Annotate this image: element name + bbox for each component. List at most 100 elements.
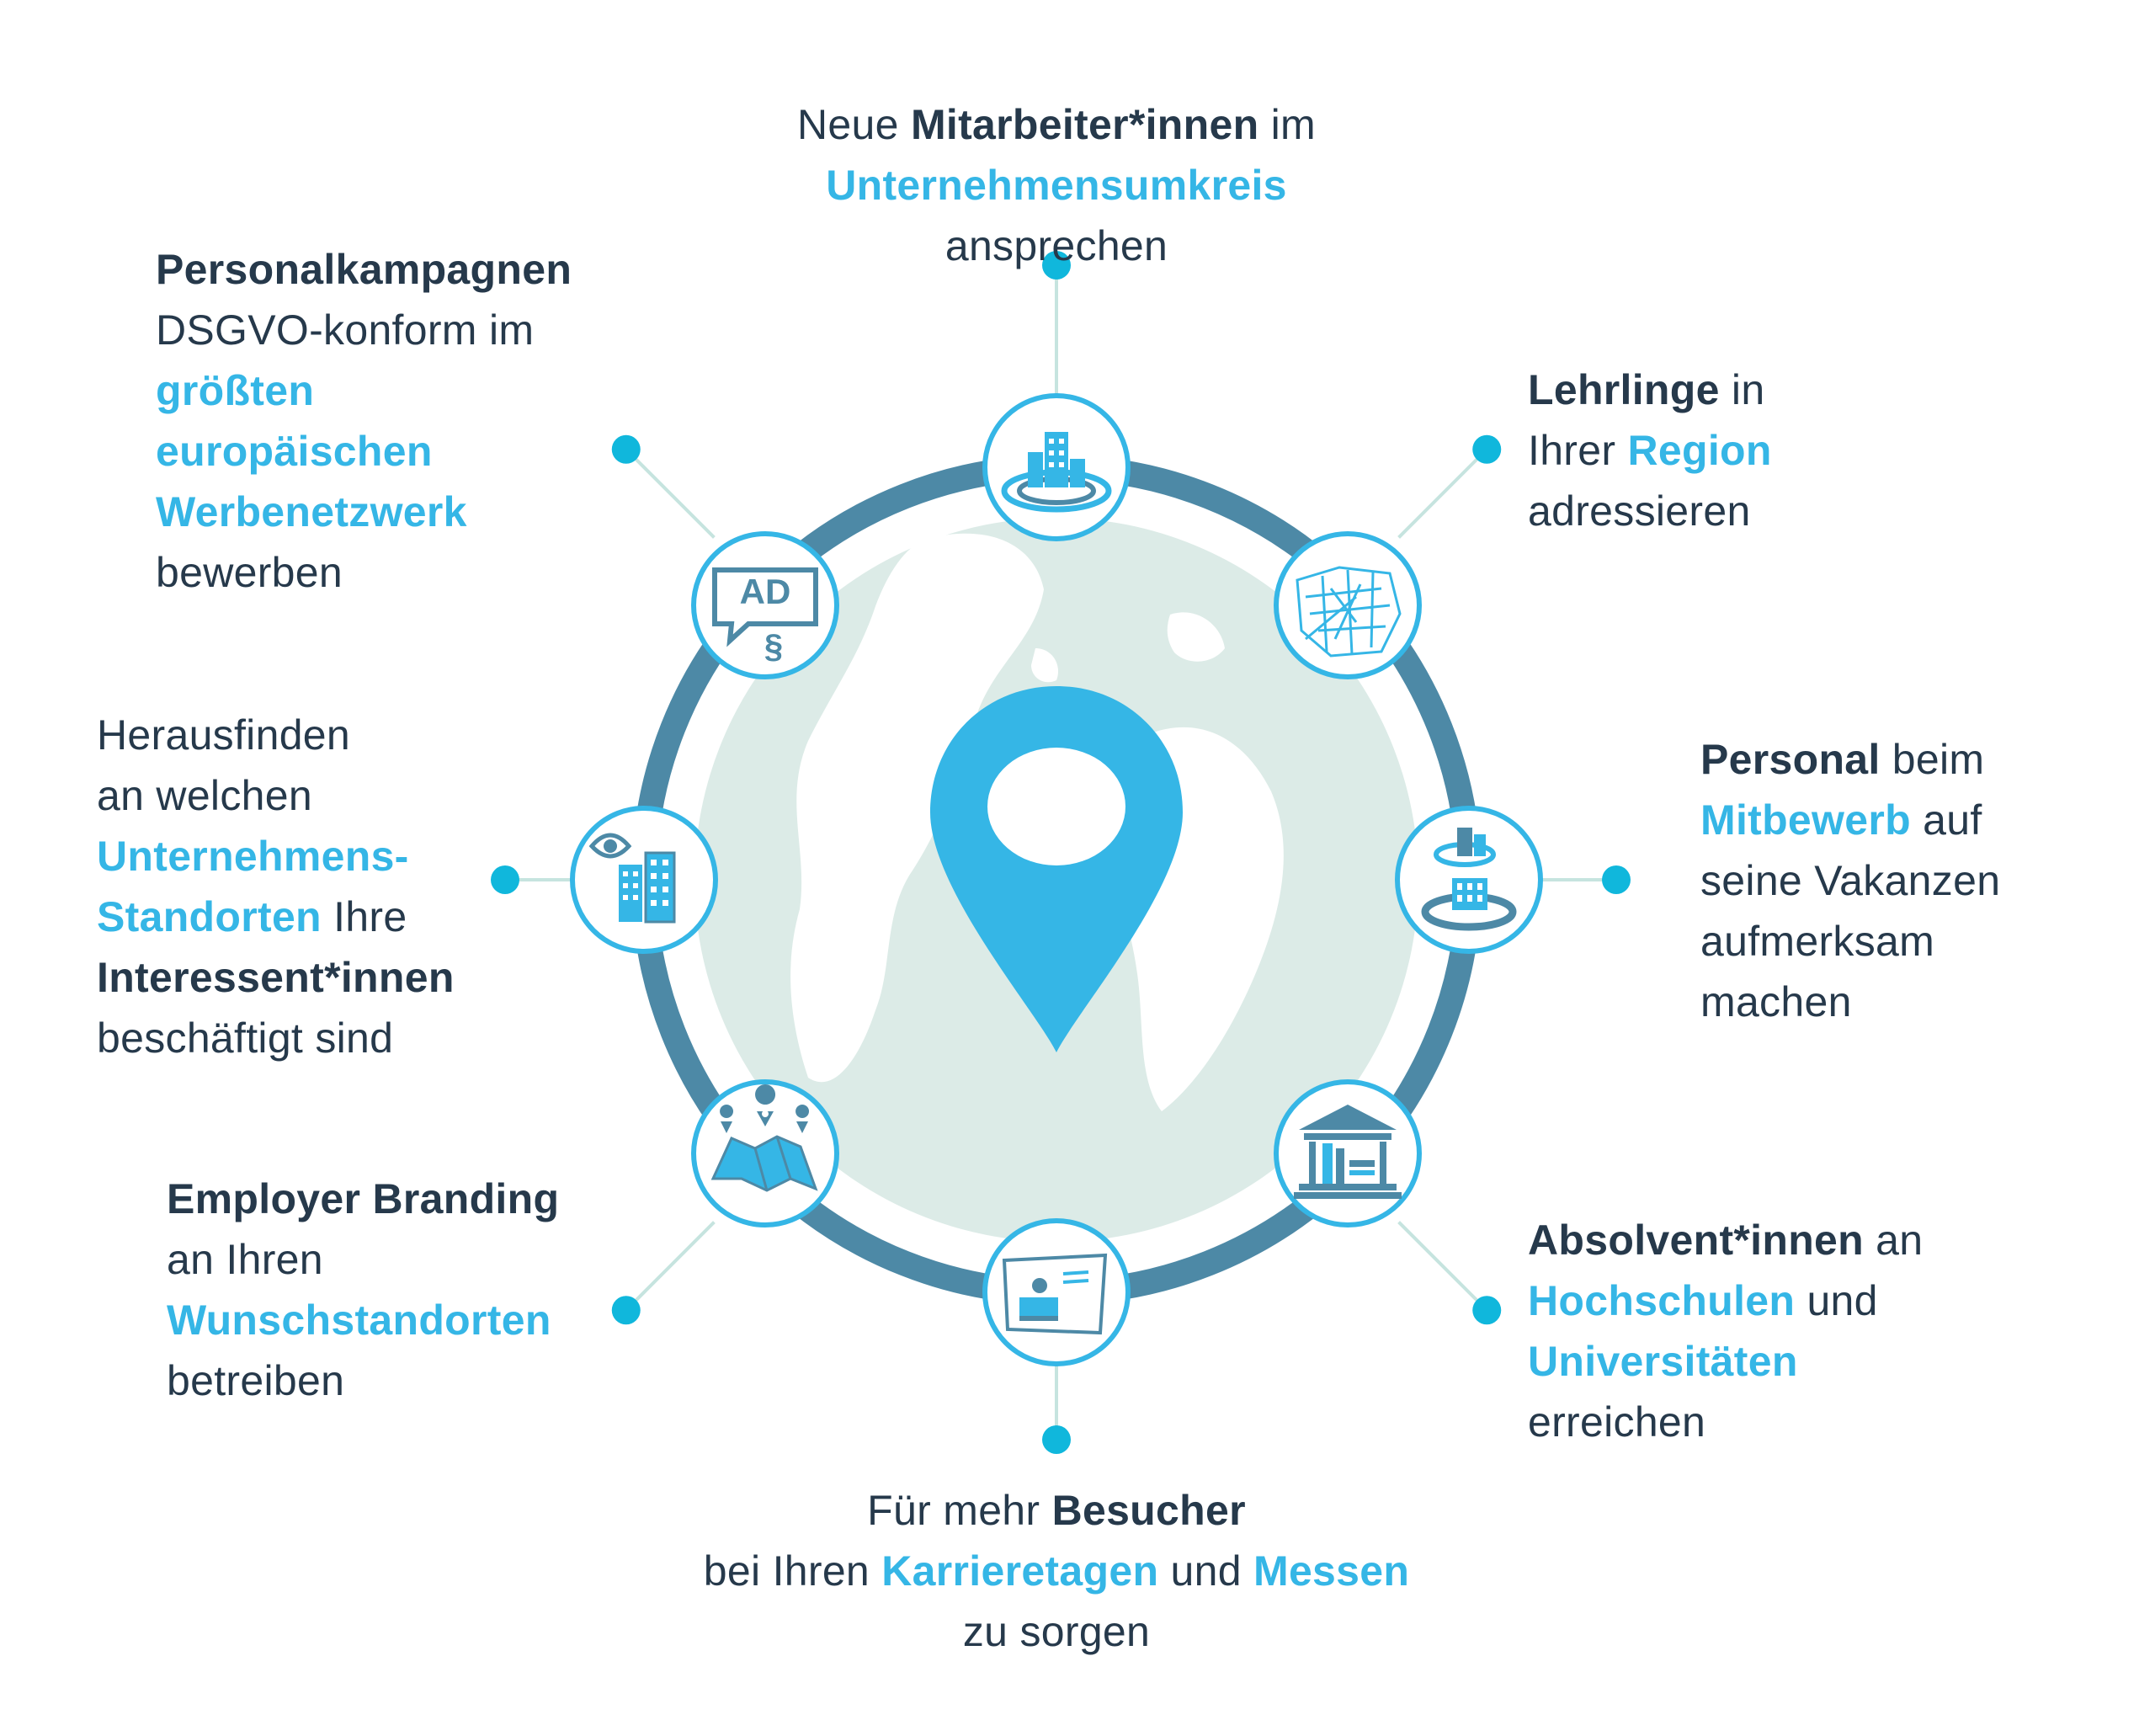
label-line: Herausfinden	[97, 705, 568, 765]
label-line: Ihrer Region	[1528, 420, 1999, 481]
label-line: Unternehmens-	[97, 826, 568, 887]
ad-paragraph-icon: AD §	[691, 531, 839, 679]
label-line: Hochschulen und	[1528, 1270, 2033, 1331]
label-segment: an	[1863, 1217, 1924, 1264]
label-segment: Ihre	[321, 893, 407, 940]
label-segment: Absolvent*innen	[1528, 1217, 1864, 1264]
label-line: beschäftigt sind	[97, 1008, 568, 1068]
label-segment: auf	[1910, 796, 1982, 844]
career-fair-booth-icon	[982, 1218, 1131, 1366]
connector-dot	[1042, 251, 1071, 280]
label-segment: zu sorgen	[962, 1608, 1151, 1655]
label-line: an welchen	[97, 765, 568, 826]
label-line: betreiben	[167, 1350, 621, 1411]
svg-text:§: §	[764, 628, 783, 665]
connector-dot	[1042, 1425, 1071, 1454]
label-segment: beim	[1880, 736, 1985, 783]
svg-text:AD: AD	[740, 572, 791, 611]
label-line: aufmerksam	[1700, 911, 2138, 972]
connector-dot	[1602, 865, 1631, 894]
label-segment: Für mehr	[867, 1487, 1052, 1534]
label-segment: Mitarbeiter*innen	[910, 101, 1259, 148]
label-line: Wunschstandorten	[167, 1290, 621, 1350]
label-segment: bewerben	[156, 549, 343, 596]
label-line: Standorten Ihre	[97, 887, 568, 947]
connector-dot	[611, 1296, 641, 1325]
label-line: bei Ihren Karrieretagen und Messen	[640, 1541, 1473, 1601]
label-segment: adressieren	[1528, 487, 1751, 535]
label-segment: aufmerksam	[1700, 918, 1935, 965]
city-map-icon	[1274, 531, 1422, 679]
connector-line	[625, 448, 716, 539]
label-segment: an welchen	[97, 772, 312, 819]
label-segment: machen	[1700, 978, 1852, 1025]
competitor-buildings-icon	[1395, 806, 1543, 954]
label-segment: Personal	[1700, 736, 1881, 783]
label-segment: Unternehmensumkreis	[826, 162, 1287, 209]
label-line: ansprechen	[724, 216, 1389, 276]
label-segment: Wunschstandorten	[167, 1297, 551, 1344]
connector-line	[1397, 448, 1488, 539]
label-segment: Ihrer	[1528, 427, 1628, 474]
icon-nodes: AD §	[570, 393, 1543, 1366]
label-segment: Standorten	[97, 893, 322, 940]
label-segment: größten	[156, 367, 315, 414]
label-segment: und	[1795, 1277, 1878, 1324]
building-eye-icon	[570, 806, 718, 954]
label-line: Personalkampagnen	[156, 239, 627, 300]
label-segment: Hochschulen	[1528, 1277, 1796, 1324]
label-segment: Karrieretagen	[881, 1547, 1159, 1595]
label-line: adressieren	[1528, 481, 1999, 541]
label-line: Personal beim	[1700, 729, 2138, 790]
connector-line	[625, 1221, 716, 1312]
label-line: zu sorgen	[640, 1601, 1473, 1662]
label-segment: Messen	[1253, 1547, 1410, 1595]
label-segment: in	[1719, 366, 1765, 413]
building-target-icon	[982, 393, 1131, 541]
label-segment: und	[1158, 1547, 1253, 1595]
connector-line	[1397, 1221, 1488, 1312]
label-segment: Interessent*innen	[97, 954, 455, 1001]
connector-dot	[611, 434, 641, 464]
label-segment: Universitäten	[1528, 1338, 1798, 1385]
label-line: Unternehmensumkreis	[724, 155, 1389, 216]
label-line: größten	[156, 360, 627, 421]
label-segment: Lehrlinge	[1528, 366, 1720, 413]
label-segment: an Ihren	[167, 1236, 323, 1283]
label-line: Employer Branding	[167, 1169, 621, 1229]
label-segment: DSGVO-konform im	[156, 306, 535, 354]
label-segment: ansprechen	[944, 222, 1168, 269]
label-segment: Mitbewerb	[1700, 796, 1911, 844]
label-segment: bei Ihren	[703, 1547, 882, 1595]
label-line: erreichen	[1528, 1392, 2033, 1452]
label-segment: erreichen	[1528, 1398, 1706, 1446]
label-line: Universitäten	[1528, 1331, 2033, 1392]
label-segment: Region	[1627, 427, 1772, 474]
connector-dot	[491, 865, 519, 894]
label-line: machen	[1700, 972, 2138, 1032]
label-line: an Ihren	[167, 1229, 621, 1290]
label-line: seine Vakanzen	[1700, 850, 2138, 911]
label-segment: europäischen	[156, 428, 433, 475]
label-segment: Personalkampagnen	[156, 246, 572, 293]
label-segment: seine Vakanzen	[1700, 857, 2001, 904]
label-line: europäischen	[156, 421, 627, 482]
label-line: Absolvent*innen an	[1528, 1210, 2033, 1270]
label-line: Mitbewerb auf	[1700, 790, 2138, 850]
connector-dot	[1472, 1296, 1502, 1325]
label-line: Interessent*innen	[97, 947, 568, 1008]
label-segment: Unternehmens-	[97, 833, 409, 880]
label-segment: Werbenetzwerk	[156, 488, 467, 535]
connector-dot	[1472, 434, 1502, 464]
label-line: Werbenetzwerk	[156, 482, 627, 542]
label-line: Für mehr Besucher	[640, 1480, 1473, 1541]
label-line: Neue Mitarbeiter*innen im	[724, 94, 1389, 155]
label-line: Lehrlinge in	[1528, 359, 1999, 420]
